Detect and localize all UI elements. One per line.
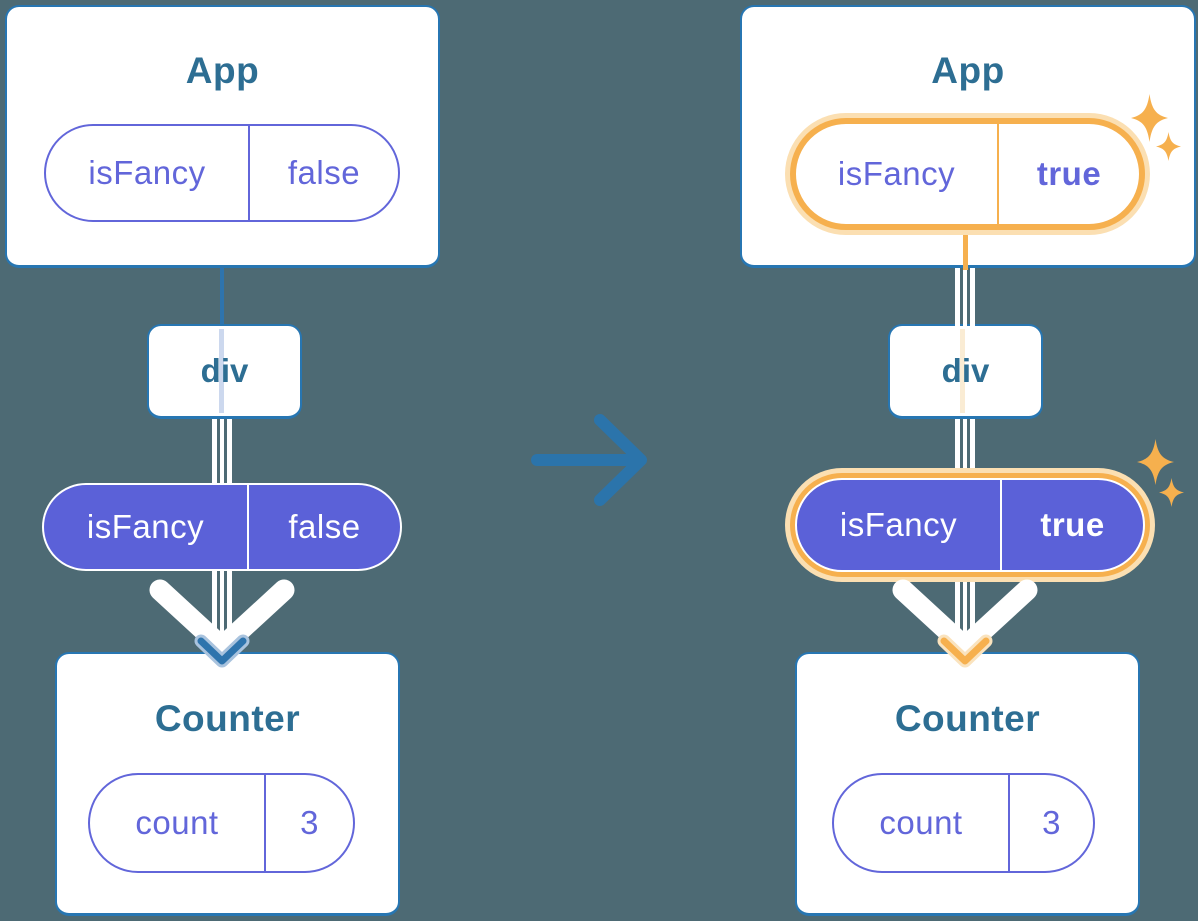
right-div-title: div (941, 352, 990, 389)
left-prop-pill: isFancy false (42, 483, 402, 571)
state-value: 3 (300, 804, 319, 841)
right-div-card: div (888, 324, 1043, 419)
left-edge-div-pill (212, 419, 232, 484)
edge-white-line (212, 570, 217, 646)
sparkle-icon (1156, 132, 1181, 161)
right-arrowhead-icon (937, 634, 993, 668)
left-div-through-line (219, 329, 224, 413)
left-app-title: App (185, 50, 260, 91)
edge-teal-line (220, 570, 224, 646)
edge-orange-line (963, 572, 967, 646)
edge-orange-line (963, 268, 967, 326)
prop-key: isFancy (44, 485, 249, 569)
left-edge-pill-counter (212, 570, 232, 646)
left-counter-state-pill: count 3 (88, 773, 355, 873)
edge-white-line (227, 570, 232, 646)
sparkle-icon (1137, 439, 1174, 485)
prop-value: true (1040, 506, 1105, 543)
right-app-prop-pill: isFancy true (790, 118, 1145, 230)
edge-white-line (227, 419, 232, 484)
sparkle-icon (1131, 94, 1168, 142)
right-edge-pill-counter (955, 572, 975, 646)
prop-key: isFancy (797, 480, 1002, 570)
prop-value: true (1036, 155, 1102, 192)
prop-key: isFancy (46, 126, 250, 220)
sparkle-icon (1159, 478, 1184, 507)
edge-white-line (970, 419, 975, 484)
left-edge-app-div (220, 266, 224, 326)
edge-white-line (955, 419, 960, 484)
prop-value: false (288, 508, 361, 545)
right-white-chevron-icon (892, 579, 1038, 658)
right-app-title: App (931, 50, 1005, 91)
prop-key: isFancy (796, 124, 999, 224)
state-value: 3 (1042, 804, 1061, 841)
prop-value: false (287, 154, 361, 191)
edge-white-line (970, 268, 975, 326)
left-app-prop-pill: isFancy false (44, 124, 400, 222)
edge-white-line (955, 268, 960, 326)
left-div-card: div (147, 324, 302, 419)
edge-orange-line (963, 419, 967, 484)
state-key: count (90, 775, 266, 871)
right-counter-title: Counter (894, 698, 1041, 739)
edge-white-line (970, 572, 975, 646)
right-edge-div-pill (955, 419, 975, 484)
left-white-chevron-icon (149, 579, 295, 658)
edge-white-line (212, 419, 217, 484)
right-edge-app-div (955, 268, 975, 326)
right-prop-pill: isFancy true (795, 478, 1145, 572)
state-key: count (834, 775, 1010, 871)
transition-right-arrow-icon (531, 414, 647, 506)
left-arrowhead-icon (194, 634, 250, 668)
left-counter-title: Counter (154, 698, 301, 739)
right-div-through-line (960, 329, 965, 413)
edge-teal-line (220, 419, 224, 484)
right-counter-state-pill: count 3 (832, 773, 1095, 873)
right-edge-pill-stub (963, 228, 968, 270)
left-div-title: div (200, 352, 249, 389)
edge-white-line (955, 572, 960, 646)
